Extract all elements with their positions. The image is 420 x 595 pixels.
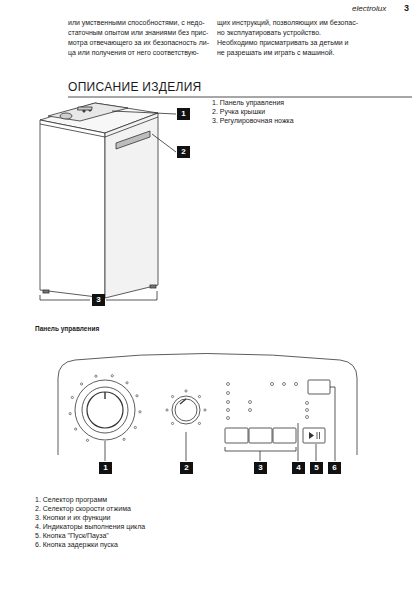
page-header: 3 [404, 3, 409, 13]
body-text: ца или получения от него соответствую- [68, 49, 199, 57]
indicator-dot [80, 383, 82, 385]
callout-box: 1 [99, 462, 112, 474]
callout-box: 6 [328, 462, 341, 474]
list-item: 1. Панель управления [212, 99, 284, 107]
indicator-dot [69, 413, 71, 415]
indicator-dot [249, 409, 252, 412]
indicator-dot [271, 383, 274, 386]
indicator-dot [86, 439, 88, 441]
indicator-dot [111, 375, 113, 377]
indicator-dot [171, 395, 173, 397]
indicator-dot [204, 409, 206, 411]
indicator-dot [185, 390, 187, 392]
indicator-dot [306, 409, 309, 412]
leader-lines [40, 111, 176, 300]
indicator-dot [123, 438, 125, 440]
indicator-dot [126, 382, 128, 384]
indicator-dot [283, 383, 286, 386]
page-header: electrolux [352, 4, 386, 13]
list-item: 6. Кнопка задержки пуска [35, 541, 118, 549]
indicator-dot [166, 409, 168, 411]
body-text: щих инструкций, позволяющих им безопас- [217, 19, 358, 27]
callout-box: 1 [177, 108, 190, 120]
indicator-dot [198, 395, 200, 397]
section-heading: ОПИСАНИЕ ИЗДЕЛИЯ [68, 81, 202, 95]
indicator-dot [306, 416, 309, 419]
control-panel [58, 354, 357, 456]
callout-number: 5 [314, 464, 318, 472]
indicator-dots [69, 375, 308, 442]
indicator-dot [134, 426, 136, 428]
washing-machine [40, 103, 158, 300]
callout-box: 2 [180, 462, 193, 474]
callout-number: 6 [332, 464, 336, 472]
list-item: 3. Кнопки и их функции [35, 514, 110, 522]
body-text: но эксплуатировать устройство. [217, 29, 321, 37]
indicator-dot [198, 422, 200, 424]
heading-rule [68, 97, 412, 98]
list-item: 5. Кнопка "Пуск/Пауза" [35, 532, 109, 540]
callout-box: 5 [310, 462, 323, 474]
indicator-dot [139, 411, 141, 413]
indicator-dot [227, 409, 230, 412]
indicator-dot [136, 395, 138, 397]
callout-box: 3 [92, 294, 105, 306]
body-text: статочным опытом или знаниями без прис- [68, 29, 208, 37]
callout-number: 3 [96, 296, 100, 304]
leader-lines [105, 387, 335, 461]
callout-box: 3 [254, 462, 267, 474]
body-text: не разрешать им играть с машиной. [217, 49, 334, 57]
callout-number: 4 [296, 464, 300, 472]
indicator-dot [71, 396, 73, 398]
callout-box: 4 [292, 462, 305, 474]
callout-number: 3 [258, 464, 262, 472]
callout-number: 2 [184, 464, 188, 472]
indicator-dot [227, 417, 230, 420]
indicator-dot [306, 402, 309, 405]
callout-number: 1 [181, 110, 185, 118]
indicator-dot [171, 422, 173, 424]
indicator-dot [75, 428, 77, 430]
list-item: 1. Селектор программ [35, 496, 107, 504]
body-text: или умственными способностями, с недо- [68, 19, 205, 27]
list-item: 2. Селектор скорости отжима [35, 505, 131, 513]
indicator-dot [227, 392, 230, 395]
indicator-dot [249, 401, 252, 404]
indicator-dot [95, 375, 97, 377]
subheading: Панель управления [35, 325, 99, 332]
indicator-dot [227, 401, 230, 404]
body-text: Необходимо присматривать за детьми и [217, 39, 348, 47]
list-item: 4. Индикаторы выполнения цикла [35, 523, 145, 531]
indicator-dot [227, 383, 230, 386]
list-item: 2. Ручка крышки [212, 108, 265, 116]
callout-number: 1 [103, 464, 107, 472]
body-text: мотра отвечающего за их безопасность ли- [68, 39, 209, 47]
callout-number: 2 [181, 148, 185, 156]
list-item: 3. Регулировочная ножка [212, 117, 294, 125]
indicator-dot [295, 383, 298, 386]
callout-box: 2 [177, 146, 190, 158]
